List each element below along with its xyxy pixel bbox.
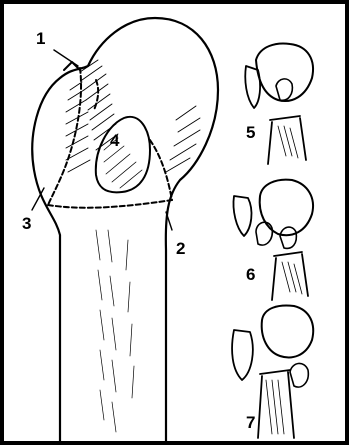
humerus-outline [32, 18, 218, 441]
fragment-4-outline [96, 117, 150, 193]
label-3: 3 [22, 215, 31, 232]
label-6: 6 [246, 266, 255, 283]
label-1: 1 [36, 30, 45, 47]
hatching-shaft [96, 230, 134, 432]
label-2: 2 [176, 240, 185, 257]
main-humerus-drawing [32, 18, 218, 441]
figure-5-drawing [245, 44, 313, 164]
label-5: 5 [246, 124, 255, 141]
label-4: 4 [110, 132, 119, 149]
border-frame [2, 2, 347, 443]
label-7: 7 [246, 414, 255, 431]
figure-7-drawing [232, 306, 313, 438]
